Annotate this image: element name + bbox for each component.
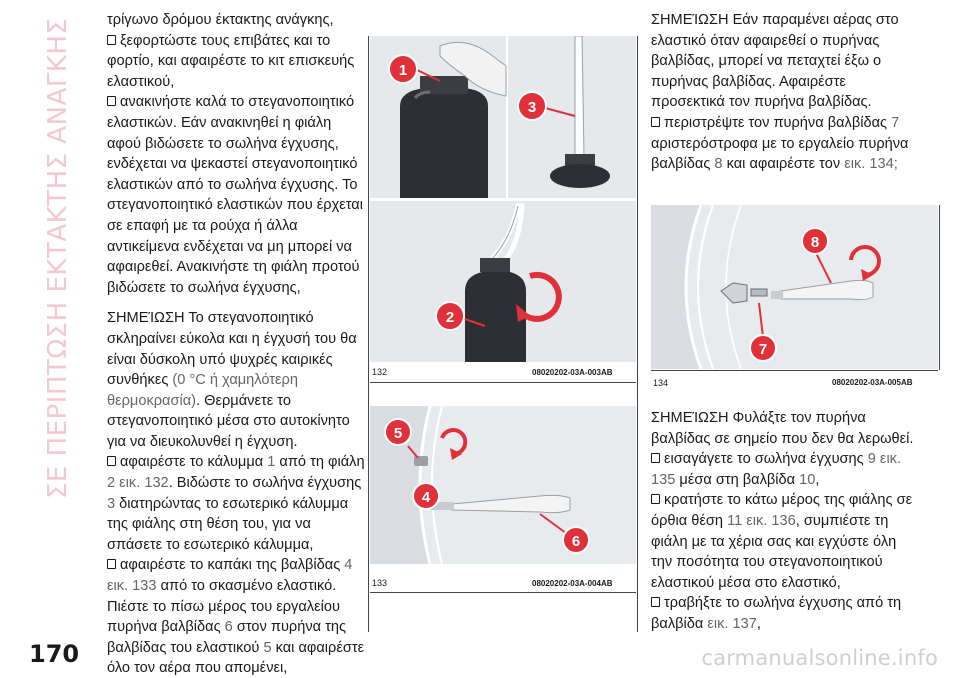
svg-text:8: 8 (811, 234, 819, 251)
checkbox-bullet-icon (107, 96, 116, 107)
callout-3-icon: 3 (517, 91, 576, 121)
callout-6-icon: 6 (539, 513, 590, 554)
figure-134-illustration: 8 7 (651, 205, 938, 369)
bullet-pull-hose: τραβήξτε το σωλήνα έγχυσης από τη βαλβίδ… (651, 595, 902, 632)
svg-text:3: 3 (528, 99, 536, 116)
page-number: 170 (29, 640, 80, 668)
figure-133-number: 133 (372, 578, 388, 588)
checkbox-bullet-icon (107, 456, 116, 467)
figure-132-number: 132 (372, 367, 388, 377)
note-cold-weather: ΣΗΜΕΊΩΣΗ Το στεγανοποιητικό σκληραίνει ε… (107, 310, 357, 450)
bullet-remove-cap: αφαιρέστε το κάλυμμα 1 από τη φιάλη 2 ει… (107, 454, 365, 553)
figure-134-caption-line (651, 370, 938, 371)
figure-133-illustration: 5 4 6 (370, 406, 636, 564)
checkbox-bullet-icon (651, 494, 660, 505)
figure-134-code: 08020202-03A-005AB (832, 378, 913, 387)
column-divider-middle (637, 36, 638, 632)
bullet-rotate-core: περιστρέψτε τον πυρήνα βαλβίδας 7 αριστε… (651, 114, 909, 173)
callout-4-icon: 4 (412, 482, 440, 510)
checkbox-bullet-icon (651, 453, 660, 464)
checkbox-bullet-icon (107, 559, 116, 570)
right-text-column-bottom: ΣΗΜΕΊΩΣΗ Φυλάξτε τον πυρήνα βαλβίδας σε … (651, 408, 921, 635)
callout-1-icon: 1 (388, 54, 441, 84)
figure-133-code: 08020202-03A-004AB (532, 579, 613, 588)
svg-text:2: 2 (446, 309, 454, 326)
footer-watermark-text: carmanualsonline.info (701, 646, 938, 670)
figure-132-illustration: 1 3 2 (370, 36, 636, 362)
svg-text:4: 4 (422, 489, 431, 506)
figure-134-image: 8 7 (651, 205, 938, 369)
bullet-insert-hose: εισαγάγετε το σωλήνα έγχυσης 9 εικ. 135 … (651, 451, 902, 488)
callout-2-icon: 2 (435, 301, 486, 331)
bullet-remove-valve-cap: αφαιρέστε το καπάκι της βαλβίδας 4 εικ. … (107, 557, 365, 677)
svg-text:5: 5 (394, 425, 402, 442)
bullet-unload: ξεφορτώστε τους επιβάτες και το φορτίο, … (107, 32, 355, 90)
figure-132-caption-line (370, 382, 636, 383)
figure-133-image: 5 4 6 (370, 406, 636, 564)
callout-8-icon: 8 (801, 227, 832, 284)
column-divider-left (368, 36, 369, 632)
note-store-core: ΣΗΜΕΊΩΣΗ Φυλάξτε τον πυρήνα βαλβίδας σε … (651, 410, 914, 447)
checkbox-bullet-icon (651, 597, 660, 608)
callout-5-icon: 5 (384, 418, 419, 459)
column-divider-right (939, 205, 940, 370)
bullet-shake: ανακινήστε καλά το στεγανοποιητικό ελαστ… (107, 94, 363, 296)
checkbox-bullet-icon (651, 116, 660, 127)
callout-7-icon: 7 (749, 302, 777, 362)
figure-132-code: 08020202-03A-003AB (532, 368, 613, 377)
chapter-side-title: ΣΕ ΠΕΡΙΠΤΩΣΗ ΕΚΤΑΚΤΗΣ ΑΝΑΓΚΗΣ (28, 18, 88, 628)
svg-text:6: 6 (572, 533, 580, 550)
right-text-column-top: ΣΗΜΕΊΩΣΗ Εάν παραμένει αέρας στο ελαστικ… (651, 10, 921, 175)
figure-133-caption-line (370, 592, 636, 593)
paragraph-triangle: τρίγωνο δρόμου έκτακτης ανάγκης, (107, 12, 334, 28)
svg-text:1: 1 (399, 62, 407, 79)
figure-134-number: 134 (653, 378, 669, 388)
left-text-column: τρίγωνο δρόμου έκτακτης ανάγκης, ξεφορτώ… (107, 10, 365, 678)
figure-132-image: 1 3 2 (370, 36, 636, 362)
svg-text:7: 7 (759, 341, 767, 358)
checkbox-bullet-icon (107, 34, 116, 45)
note-valve-air: ΣΗΜΕΊΩΣΗ Εάν παραμένει αέρας στο ελαστικ… (651, 12, 899, 111)
bullet-squeeze-bottle: κρατήστε το κάτω μέρος της φιάλης σε όρθ… (651, 492, 913, 591)
chapter-title-text: ΣΕ ΠΕΡΙΠΤΩΣΗ ΕΚΤΑΚΤΗΣ ΑΝΑΓΚΗΣ (43, 18, 73, 500)
